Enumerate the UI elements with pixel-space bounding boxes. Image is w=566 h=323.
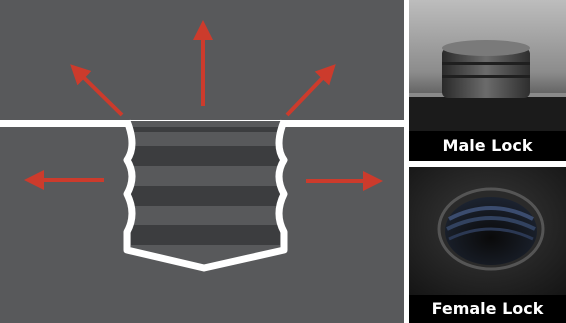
female-lock-card: Female Lock: [409, 167, 566, 323]
thread-band: [131, 225, 280, 245]
thread-band: [131, 146, 280, 166]
threaded-plug: [127, 121, 284, 268]
thread-band: [129, 127, 282, 132]
male-lock-card: Male Lock: [409, 0, 566, 161]
male-lock-photo: [409, 0, 566, 131]
female-lock-photo: [409, 167, 566, 295]
thread-band: [131, 186, 280, 206]
lock-expansion-diagram: [0, 0, 404, 323]
male-lock-label: Male Lock: [409, 131, 566, 161]
female-lock-label: Female Lock: [409, 295, 566, 323]
